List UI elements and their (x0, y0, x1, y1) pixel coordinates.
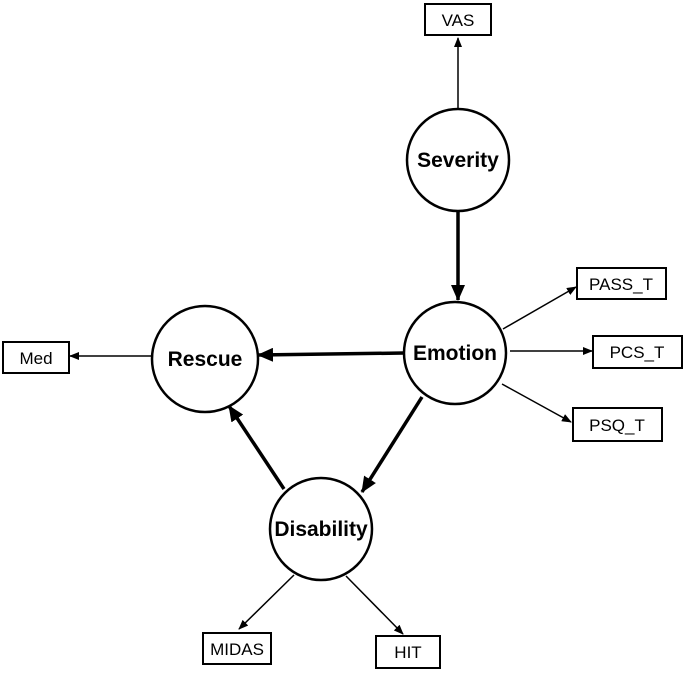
vas-box: VAS (424, 3, 492, 36)
path-emotion-to-rescue (257, 347, 405, 362)
pcs-t-label: PCS_T (610, 343, 665, 362)
path-emotion-to-pass-t (502, 286, 577, 330)
path-disability-to-midas (238, 574, 295, 630)
severity-node: Severity (405, 107, 511, 213)
path-disability-to-hit (345, 575, 404, 635)
rescue-node: Rescue (150, 304, 260, 414)
path-emotion-to-psq-t (501, 383, 572, 423)
med-label: Med (19, 349, 52, 368)
midas-label: MIDAS (210, 640, 264, 659)
rescue-label: Rescue (168, 348, 243, 371)
pass-t-box: PASS_T (576, 267, 667, 300)
emotion-label: Emotion (413, 342, 497, 365)
emotion-node: Emotion (402, 300, 508, 406)
pass-t-label: PASS_T (589, 275, 653, 294)
hit-label: HIT (394, 643, 421, 662)
disability-node: Disability (268, 476, 374, 582)
disability-label: Disability (274, 518, 368, 541)
psq-t-label: PSQ_T (589, 416, 645, 435)
path-disability-to-rescue (227, 405, 286, 490)
pcs-t-box: PCS_T (592, 335, 683, 369)
path-emotion-to-disability (360, 396, 424, 493)
hit-box: HIT (375, 635, 441, 669)
midas-box: MIDAS (202, 632, 272, 665)
psq-t-box: PSQ_T (572, 407, 663, 442)
med-box: Med (2, 341, 70, 374)
severity-label: Severity (417, 149, 499, 172)
vas-label: VAS (442, 11, 475, 30)
